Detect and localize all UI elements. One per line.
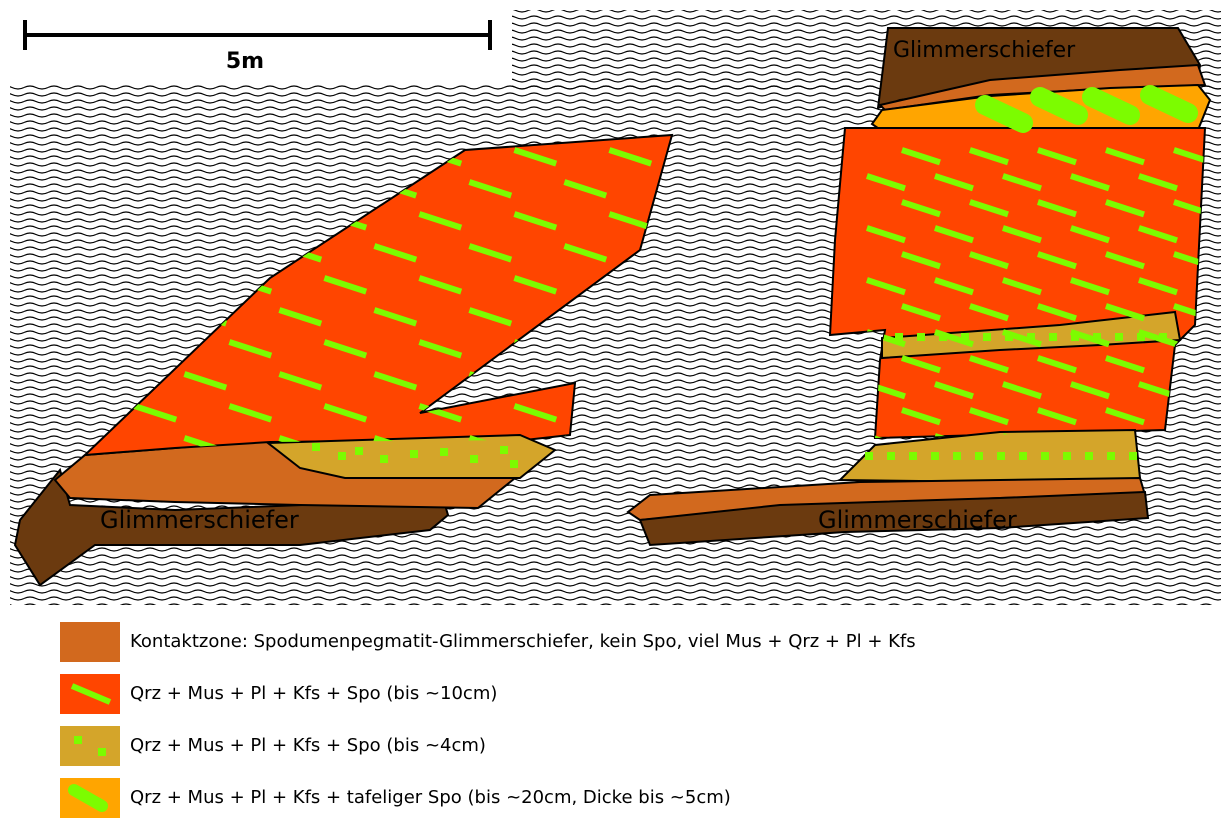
spodumene-grain xyxy=(1137,333,1145,341)
spodumene-grain xyxy=(1005,333,1013,341)
spodumene-grain xyxy=(1115,333,1123,341)
spodumene-grain xyxy=(1093,333,1101,341)
spodumene-grain xyxy=(953,452,961,460)
spodumene-grain xyxy=(1049,333,1057,341)
spodumene-grain xyxy=(1159,333,1167,341)
spodumene-grain xyxy=(500,446,508,454)
rock-label-bottom-right: Glimmerschiefer xyxy=(818,506,1017,534)
spodumene-grain xyxy=(1085,452,1093,460)
spodumene-grain xyxy=(510,460,518,468)
spodumene-grain xyxy=(470,455,478,463)
spodumene-grain xyxy=(1063,452,1071,460)
swatch-coarse-spodumene xyxy=(60,674,120,714)
spodumene-grain xyxy=(1019,452,1027,460)
spodumene-grain xyxy=(931,452,939,460)
rock-label-top-right: Glimmerschiefer xyxy=(893,38,1076,63)
spodumene-grain xyxy=(380,455,388,463)
spodumene-grain xyxy=(895,333,903,341)
spodumene-grain xyxy=(983,333,991,341)
swatch-fine-spodumene xyxy=(60,726,120,766)
spodumene-grain xyxy=(440,448,448,456)
legend-label-tabular-spodumene: Qrz + Mus + Pl + Kfs + tafeliger Spo (bi… xyxy=(130,787,731,808)
legend-label-fine-spodumene: Qrz + Mus + Pl + Kfs + Spo (bis ~4cm) xyxy=(130,735,486,756)
spodumene-grain xyxy=(1041,452,1049,460)
spodumene-grain xyxy=(312,443,320,451)
swatch-tabular-spodumene xyxy=(60,778,120,818)
scale-bar-label: 5m xyxy=(226,49,264,74)
spodumene-grain xyxy=(1129,452,1137,460)
spodumene-grain xyxy=(909,452,917,460)
spodumene-grain xyxy=(939,333,947,341)
spodumene-grain xyxy=(355,447,363,455)
spodumene-grain xyxy=(997,452,1005,460)
spodumene-grain xyxy=(865,452,873,460)
legend-label-contact-zone: Kontaktzone: Spodumenpegmatit-Glimmersch… xyxy=(130,631,916,652)
spodumene-grain xyxy=(1107,452,1115,460)
swatch-contact-zone xyxy=(60,622,120,662)
spodumene-grain xyxy=(975,452,983,460)
legend-label-coarse-spodumene: Qrz + Mus + Pl + Kfs + Spo (bis ~10cm) xyxy=(130,683,497,704)
spodumene-grain xyxy=(410,450,418,458)
spodumene-grain xyxy=(887,452,895,460)
spodumene-grain xyxy=(1027,333,1035,341)
rock-label-bottom-left: Glimmerschiefer xyxy=(100,506,299,534)
spodumene-grain xyxy=(1071,333,1079,341)
spodumene-grain xyxy=(917,333,925,341)
scale-bar: 5m xyxy=(25,20,490,74)
spodumene-grain xyxy=(961,333,969,341)
spodumene-grain xyxy=(338,452,346,460)
